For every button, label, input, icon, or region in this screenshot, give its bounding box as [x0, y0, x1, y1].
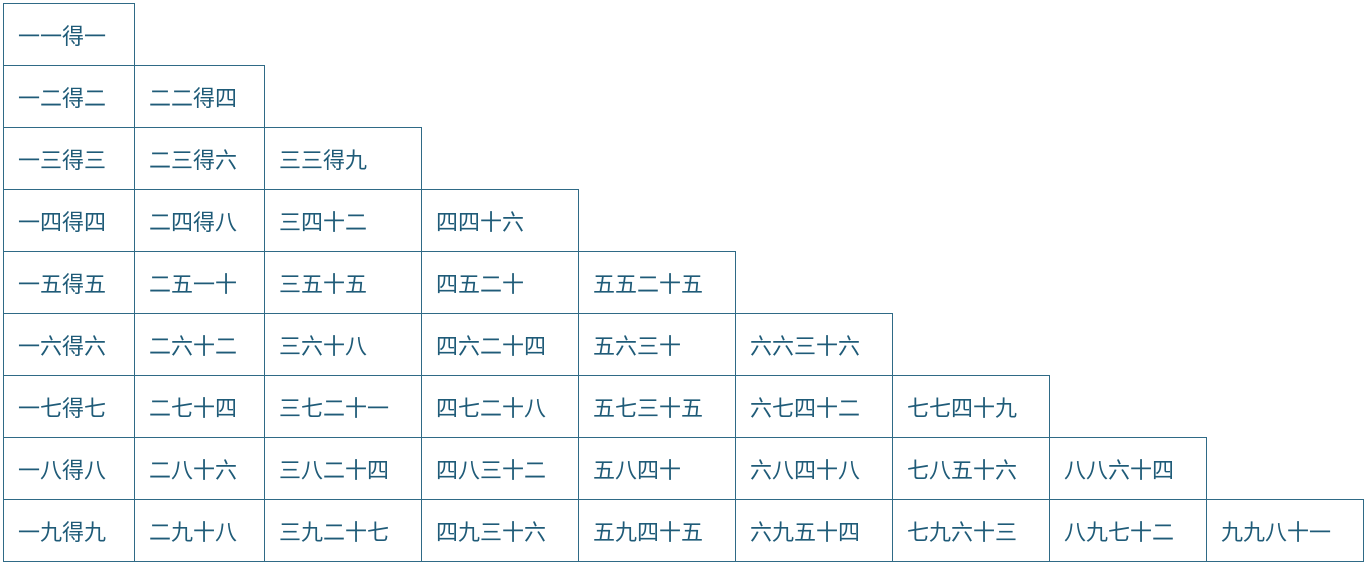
table-cell: 六九五十四 — [735, 499, 893, 562]
empty-cell — [1207, 438, 1364, 500]
table-cell: 三五十五 — [264, 251, 422, 314]
table-row: 一二得二二二得四 — [3, 65, 1364, 128]
empty-cell — [893, 190, 1050, 252]
empty-cell — [736, 128, 893, 190]
empty-cell — [893, 4, 1050, 66]
table-cell: 二六十二 — [134, 313, 265, 376]
empty-cell — [736, 252, 893, 314]
table-cell: 八九七十二 — [1049, 499, 1207, 562]
table-cell: 三六十八 — [264, 313, 422, 376]
empty-cell — [579, 128, 736, 190]
table-cell: 三三得九 — [264, 127, 422, 190]
table-row: 一九得九二九十八三九二十七四九三十六五九四十五六九五十四七九六十三八九七十二九九… — [3, 499, 1364, 562]
table-cell: 三四十二 — [264, 189, 422, 252]
table-row: 一三得三二三得六三三得九 — [3, 127, 1364, 190]
table-cell: 一七得七 — [3, 375, 135, 438]
empty-cell — [893, 128, 1050, 190]
table-cell: 一六得六 — [3, 313, 135, 376]
table-row: 一五得五二五一十三五十五四五二十五五二十五 — [3, 251, 1364, 314]
table-cell: 二七十四 — [134, 375, 265, 438]
table-cell: 二二得四 — [134, 65, 265, 128]
empty-cell — [1050, 252, 1207, 314]
table-cell: 四四十六 — [421, 189, 579, 252]
table-cell: 五五二十五 — [578, 251, 736, 314]
table-cell: 五六三十 — [578, 313, 736, 376]
table-row: 一八得八二八十六三八二十四四八三十二五八四十六八四十八七八五十六八八六十四 — [3, 437, 1364, 500]
table-row: 一一得一 — [3, 3, 1364, 66]
table-cell: 四五二十 — [421, 251, 579, 314]
empty-cell — [1050, 190, 1207, 252]
table-cell: 五八四十 — [578, 437, 736, 500]
empty-cell — [579, 4, 736, 66]
empty-cell — [893, 252, 1050, 314]
empty-cell — [1050, 128, 1207, 190]
table-cell: 六六三十六 — [735, 313, 893, 376]
table-cell: 一五得五 — [3, 251, 135, 314]
empty-cell — [736, 4, 893, 66]
table-cell: 六八四十八 — [735, 437, 893, 500]
table-cell: 七八五十六 — [892, 437, 1050, 500]
empty-cell — [1207, 376, 1364, 438]
table-cell: 二八十六 — [134, 437, 265, 500]
table-cell: 四九三十六 — [421, 499, 579, 562]
empty-cell — [1207, 128, 1364, 190]
table-cell: 二九十八 — [134, 499, 265, 562]
empty-cell — [265, 4, 422, 66]
empty-cell — [422, 4, 579, 66]
empty-cell — [1050, 4, 1207, 66]
table-cell: 二四得八 — [134, 189, 265, 252]
empty-cell — [422, 128, 579, 190]
table-cell: 七七四十九 — [892, 375, 1050, 438]
empty-cell — [736, 66, 893, 128]
table-cell: 九九八十一 — [1206, 499, 1364, 562]
empty-cell — [1207, 314, 1364, 376]
empty-cell — [579, 66, 736, 128]
table-cell: 二五一十 — [134, 251, 265, 314]
multiplication-table: 一一得一一二得二二二得四一三得三二三得六三三得九一四得四二四得八三四十二四四十六… — [3, 3, 1364, 562]
table-cell: 二三得六 — [134, 127, 265, 190]
empty-cell — [1207, 66, 1364, 128]
table-cell: 三八二十四 — [264, 437, 422, 500]
empty-cell — [1207, 190, 1364, 252]
empty-cell — [422, 66, 579, 128]
table-cell: 一二得二 — [3, 65, 135, 128]
empty-cell — [893, 314, 1050, 376]
empty-cell — [893, 66, 1050, 128]
empty-cell — [736, 190, 893, 252]
table-row: 一六得六二六十二三六十八四六二十四五六三十六六三十六 — [3, 313, 1364, 376]
table-cell: 三九二十七 — [264, 499, 422, 562]
table-body: 一一得一一二得二二二得四一三得三二三得六三三得九一四得四二四得八三四十二四四十六… — [3, 3, 1364, 562]
table-cell: 三七二十一 — [264, 375, 422, 438]
table-cell: 五七三十五 — [578, 375, 736, 438]
empty-cell — [1207, 4, 1364, 66]
empty-cell — [265, 66, 422, 128]
table-cell: 一三得三 — [3, 127, 135, 190]
table-cell: 七九六十三 — [892, 499, 1050, 562]
empty-cell — [135, 4, 265, 66]
table-row: 一七得七二七十四三七二十一四七二十八五七三十五六七四十二七七四十九 — [3, 375, 1364, 438]
empty-cell — [1050, 314, 1207, 376]
table-cell: 一四得四 — [3, 189, 135, 252]
table-cell: 四六二十四 — [421, 313, 579, 376]
empty-cell — [1050, 376, 1207, 438]
table-row: 一四得四二四得八三四十二四四十六 — [3, 189, 1364, 252]
table-cell: 五九四十五 — [578, 499, 736, 562]
empty-cell — [579, 190, 736, 252]
table-cell: 一一得一 — [3, 3, 135, 66]
table-cell: 一八得八 — [3, 437, 135, 500]
multiplication-table-container: 一一得一一二得二二二得四一三得三二三得六三三得九一四得四二四得八三四十二四四十六… — [3, 3, 1364, 562]
table-cell: 一九得九 — [3, 499, 135, 562]
empty-cell — [1050, 66, 1207, 128]
table-cell: 八八六十四 — [1049, 437, 1207, 500]
table-cell: 四七二十八 — [421, 375, 579, 438]
empty-cell — [1207, 252, 1364, 314]
table-cell: 四八三十二 — [421, 437, 579, 500]
table-cell: 六七四十二 — [735, 375, 893, 438]
